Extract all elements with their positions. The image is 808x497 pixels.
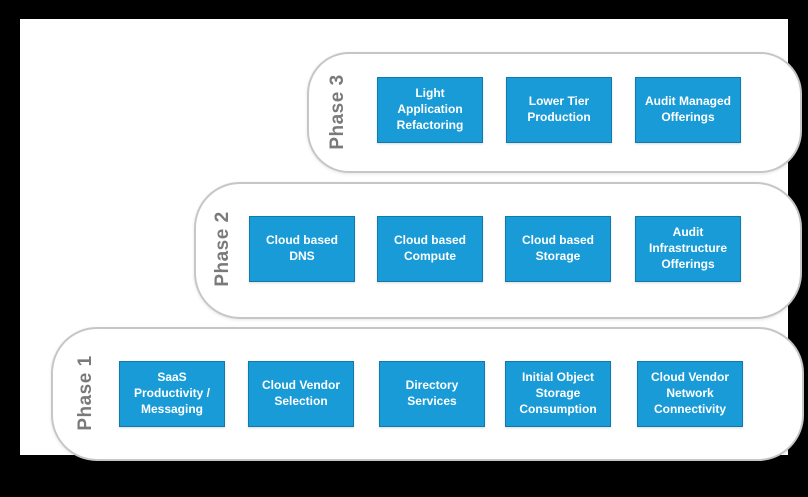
item-audit-infrastructure-offerings: Audit Infrastructure Offerings — [635, 216, 741, 282]
phase-2-label: Phase 2 — [212, 211, 233, 287]
phase-3-label: Phase 3 — [327, 74, 348, 150]
item-cloud-based-dns: Cloud based DNS — [249, 216, 355, 282]
item-lower-tier-production: Lower Tier Production — [506, 77, 612, 143]
phase-3-group: Phase 3 Light Application Refactoring Lo… — [307, 52, 802, 173]
item-cloud-based-storage: Cloud based Storage — [505, 216, 611, 282]
item-light-application-refactoring: Light Application Refactoring — [377, 77, 483, 143]
phase-1-group: Phase 1 SaaS Productivity / Messaging Cl… — [51, 327, 804, 461]
slide-canvas: Phase 3 Light Application Refactoring Lo… — [20, 19, 804, 461]
item-cloud-based-compute: Cloud based Compute — [377, 216, 483, 282]
item-directory-services: Directory Services — [379, 361, 485, 427]
item-saas-productivity-messaging: SaaS Productivity / Messaging — [119, 361, 225, 427]
phase-2-group: Phase 2 Cloud based DNS Cloud based Comp… — [194, 182, 802, 319]
item-audit-managed-offerings: Audit Managed Offerings — [635, 77, 741, 143]
item-cloud-vendor-network-connectivity: Cloud Vendor Network Connectivity — [637, 361, 743, 427]
item-cloud-vendor-selection: Cloud Vendor Selection — [248, 361, 354, 427]
phase-1-label: Phase 1 — [75, 355, 96, 431]
item-initial-object-storage-consumption: Initial Object Storage Consumption — [505, 361, 611, 427]
